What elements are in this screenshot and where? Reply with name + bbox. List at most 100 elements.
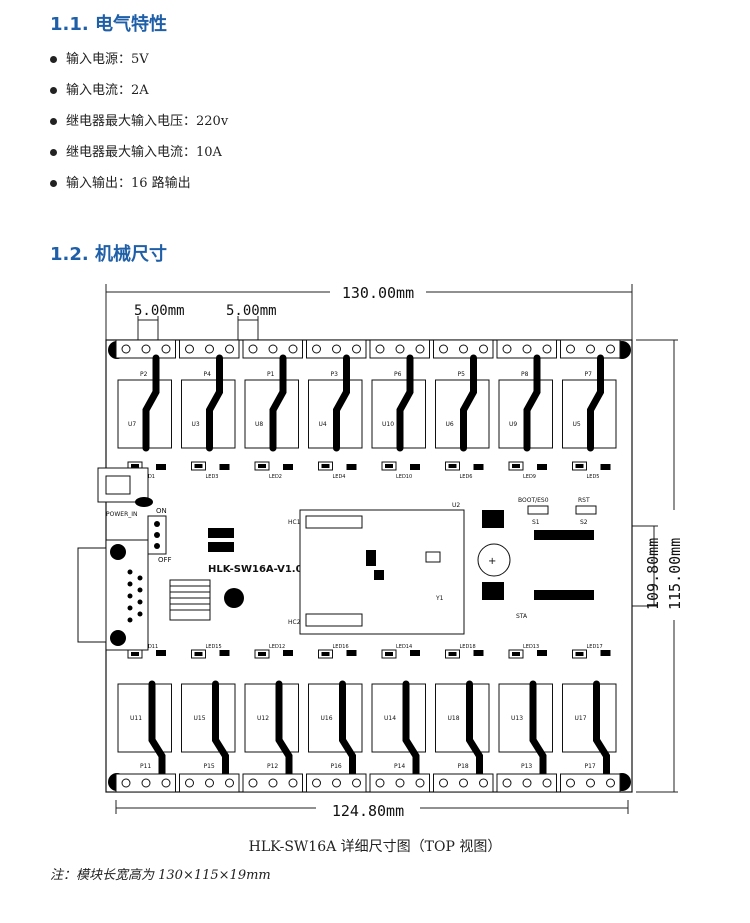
relay-label: U12 [257, 715, 269, 722]
driver-ic [169, 579, 211, 621]
s2-label: S2 [580, 519, 588, 526]
relay-label: U7 [128, 421, 136, 428]
spec-item: 输入电源：5V [50, 50, 228, 81]
terminal-label: P3 [331, 371, 339, 378]
db9-connector-body [77, 547, 107, 643]
led-label: LED2 [269, 474, 282, 480]
relay-label: U13 [511, 715, 523, 722]
terminal-label: P4 [204, 371, 212, 378]
led-label: LED6 [460, 474, 473, 480]
hc1-label: HC1 [288, 519, 301, 526]
relay-label: U15 [194, 715, 206, 722]
led-label: LED15 [206, 644, 222, 650]
led-label: LED18 [460, 644, 476, 650]
led-label: LED16 [333, 644, 349, 650]
top-relay-row: U7 U3 U8 U4 U10 U6 U9 U5 [117, 354, 617, 452]
relay-label: U9 [509, 421, 517, 428]
boot-label: BOOT/ES0 [518, 497, 549, 504]
dim-height-inner-label: 109.80mm [644, 538, 662, 610]
led-label: LED11 [142, 644, 158, 650]
terminal-label: P14 [394, 763, 405, 770]
relay-label: U10 [382, 421, 394, 428]
pcb-dimension-drawing: 130.00mm 5.00mm 5.00mm 109.80mm 115.00mm… [48, 280, 700, 820]
terminal-label: P13 [521, 763, 532, 770]
hc2-chip [305, 613, 363, 627]
terminal-label: P16 [331, 763, 342, 770]
led-label: LED14 [396, 644, 412, 650]
bullet-icon [50, 56, 57, 63]
power-in-label: POWER_IN [106, 511, 138, 518]
figure-caption: HLK-SW16A 详细尺寸图（TOP 视图） [248, 839, 502, 855]
power-on-label: ON [156, 507, 167, 515]
header-pins [534, 530, 594, 540]
relay [435, 683, 490, 753]
led-label: LED4 [333, 474, 346, 480]
s1-label: S1 [532, 519, 540, 526]
regulator [208, 528, 234, 538]
relay-label: U17 [575, 715, 587, 722]
bullet-icon [50, 87, 57, 94]
dim-width-top [105, 284, 633, 340]
led-label: LED5 [587, 474, 600, 480]
power-jack-pad [135, 497, 153, 507]
terminal-label: P8 [521, 371, 529, 378]
spec-item: 继电器最大输入电压：220v [50, 112, 228, 143]
relay [181, 683, 236, 753]
pcb-drawing-svg: 130.00mm 5.00mm 5.00mm 109.80mm 115.00mm… [77, 284, 684, 820]
power-jack-inner [105, 475, 131, 495]
led-label: LED13 [523, 644, 539, 650]
relay [562, 683, 617, 753]
spec-item: 继电器最大输入电流：10A [50, 143, 228, 174]
led-label: LED9 [523, 474, 536, 480]
db9-pins [127, 569, 143, 623]
relay-label: U8 [255, 421, 263, 428]
terminal-label: P7 [585, 371, 593, 378]
boot-button [527, 505, 549, 515]
bullet-icon [50, 180, 57, 187]
spec-item: 输入输出：16 路输出 [50, 174, 228, 205]
terminal-label: P5 [458, 371, 466, 378]
dim-pitch-left-label: 5.00mm [134, 303, 185, 319]
bottom-relay-row: U11 U15 U12 U16 U14 U18 U13 U17 [117, 680, 617, 778]
coin-battery [477, 543, 511, 577]
dimension-note: 注：模块长宽高为 130×115×19mm [50, 868, 271, 883]
hc2-label: HC2 [288, 619, 301, 626]
terminal-label: P18 [458, 763, 469, 770]
relay-label: U11 [130, 715, 142, 722]
dim-height-lines [620, 339, 678, 793]
led-label: LED17 [587, 644, 603, 650]
relay-label: U6 [446, 421, 454, 428]
db9-connector [105, 539, 149, 651]
bullet-icon [50, 118, 57, 125]
dim-width-bottom [115, 800, 629, 814]
terminal-label: P2 [140, 371, 148, 378]
dim-width-top-label: 130.00mm [342, 284, 414, 302]
relay [117, 683, 172, 753]
board-name-label: HLK-SW16A-V1.0 [208, 564, 303, 575]
led-label: LED10 [396, 474, 412, 480]
buzzer [224, 588, 244, 608]
terminal-label: P1 [267, 371, 275, 378]
u2-label: U2 [452, 502, 460, 509]
electrical-spec-list: 输入电源：5V 输入电流：2A 继电器最大输入电压：220v 继电器最大输入电流… [50, 50, 228, 205]
terminal-label: P12 [267, 763, 278, 770]
relay [244, 683, 299, 753]
terminal-label: P15 [204, 763, 215, 770]
power-off-label: OFF [158, 556, 172, 564]
dim-height-outer-label: 115.00mm [666, 538, 684, 610]
svg-text:+: + [488, 556, 496, 567]
relay [308, 683, 363, 753]
relay-label: U16 [321, 715, 333, 722]
relay-label: U4 [319, 421, 327, 428]
relay-label: U5 [573, 421, 581, 428]
relay-label: U14 [384, 715, 396, 722]
terminal-label: P6 [394, 371, 402, 378]
spec-item: 输入电流：2A [50, 81, 228, 112]
rst-label: RST [578, 497, 590, 504]
sta-label: STA [516, 613, 528, 620]
led-label: LED3 [206, 474, 219, 480]
relay-label: U18 [448, 715, 460, 722]
reset-button [575, 505, 597, 515]
relay-label: U3 [192, 421, 200, 428]
